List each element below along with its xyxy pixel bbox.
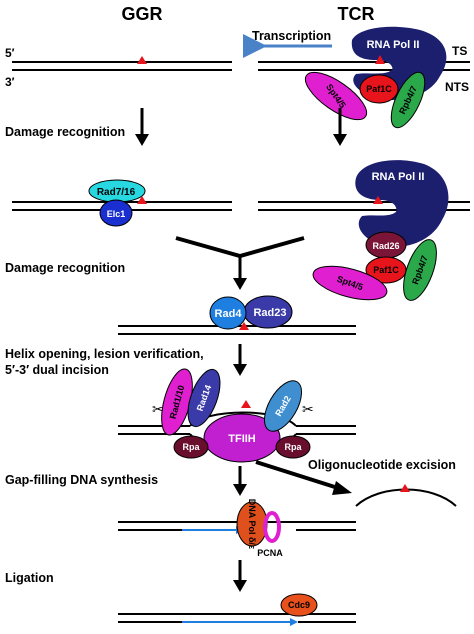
lesion-marker bbox=[373, 196, 383, 204]
lesion-marker bbox=[241, 400, 251, 408]
spt45-shape bbox=[304, 71, 368, 121]
tcr-arrow-1 bbox=[333, 108, 347, 146]
arrow-to-incision bbox=[233, 344, 247, 376]
paf1c-label: Paf1C bbox=[373, 265, 399, 275]
rna-pol-ii-label: RNA Pol II bbox=[372, 171, 425, 183]
spt45-shape bbox=[312, 265, 388, 301]
step-damage-recognition-1: Damage recognition bbox=[5, 125, 125, 139]
ts-label: TS bbox=[452, 44, 467, 58]
rad4-label: Rad4 bbox=[215, 308, 243, 320]
cdc9-label: Cdc9 bbox=[288, 600, 310, 610]
step-ligation: Ligation bbox=[5, 571, 54, 585]
rad716-elc1-complex: Rad7/16 Elc1 bbox=[88, 179, 146, 227]
step-damage-recognition-2: Damage recognition bbox=[5, 261, 125, 275]
tfiih-label: TFIIH bbox=[228, 433, 256, 445]
elc1-label: Elc1 bbox=[107, 209, 126, 219]
rpa-label-left: Rpa bbox=[182, 442, 200, 452]
rna-pol-ii-complex-top: RNA Pol II Spt4/5 Paf1C Rpb4/7 bbox=[304, 26, 447, 129]
rna-pol-ii-complex-2: RNA Pol II Rad26 Paf1C Spt4/5 Rpb4/7 bbox=[312, 160, 449, 301]
ggr-header: GGR bbox=[121, 4, 162, 24]
five-prime-label: 5′ bbox=[5, 46, 15, 60]
pcna-ring bbox=[263, 511, 281, 543]
rad23-label: Rad23 bbox=[253, 307, 286, 319]
lesion-marker bbox=[400, 484, 410, 492]
rpa-shape-right bbox=[275, 435, 311, 459]
lesion-marker bbox=[239, 322, 249, 330]
rpa-label-right: Rpa bbox=[284, 442, 302, 452]
pcna-label: PCNA bbox=[257, 548, 283, 558]
dna-pol-pcna-complex: DNA Pol δ/ε PCNA bbox=[236, 499, 283, 558]
three-prime-label: 3′ bbox=[5, 75, 15, 89]
arrow-to-ligation bbox=[233, 560, 247, 592]
nts-label: NTS bbox=[445, 80, 469, 94]
rad4-shape bbox=[209, 296, 247, 330]
rpb47-shape bbox=[390, 71, 426, 129]
scissors-icon-left: ✂ bbox=[152, 402, 164, 418]
dna-strand-6 bbox=[118, 613, 356, 626]
incision-complex: TFIIH Rad1/10 Rad14 Rad2 Rpa Rpa bbox=[161, 368, 311, 463]
converging-arrow bbox=[175, 236, 305, 290]
lesion-marker bbox=[137, 56, 147, 64]
tfiih-shape bbox=[203, 413, 281, 463]
cdc9-complex: Cdc9 bbox=[280, 593, 318, 617]
step-gap-filling: Gap-filling DNA synthesis bbox=[5, 473, 158, 487]
rna-pol-ii-label: RNA Pol II bbox=[367, 39, 420, 51]
transcription-label: Transcription bbox=[252, 29, 331, 43]
rad4-rad23-complex: Rad23 Rad4 bbox=[209, 295, 293, 330]
scissors-icon-right: ✂ bbox=[302, 402, 314, 418]
lesion-marker bbox=[137, 196, 147, 204]
rad26-label: Rad26 bbox=[372, 241, 399, 251]
ggr-dna-strand-top bbox=[12, 61, 232, 71]
dna-pol-label: DNA Pol δ/ε bbox=[247, 499, 257, 550]
ggr-arrow-1 bbox=[135, 108, 149, 146]
elc1-shape bbox=[99, 199, 133, 227]
rad716-label: Rad7/16 bbox=[97, 187, 136, 198]
rna-pol-ii-shape bbox=[355, 160, 449, 247]
paf1c-label: Paf1C bbox=[366, 84, 392, 94]
arrow-to-gap-filling bbox=[233, 466, 247, 496]
rpb47-shape bbox=[403, 239, 437, 301]
rad14-shape bbox=[187, 368, 221, 428]
cdc9-shape bbox=[280, 593, 318, 617]
rad2-shape bbox=[263, 380, 303, 432]
step-helix-line2: 5′-3′ dual incision bbox=[5, 363, 109, 377]
lesion-marker bbox=[375, 55, 385, 64]
tcr-header: TCR bbox=[338, 4, 375, 24]
rpa-shape-left bbox=[173, 435, 209, 459]
paf1c-shape bbox=[359, 74, 399, 104]
excision-arrow bbox=[255, 460, 352, 495]
step-oligo-excision: Oligonucleotide excision bbox=[308, 458, 456, 472]
step-helix-line1: Helix opening, lesion verification, bbox=[5, 347, 204, 361]
